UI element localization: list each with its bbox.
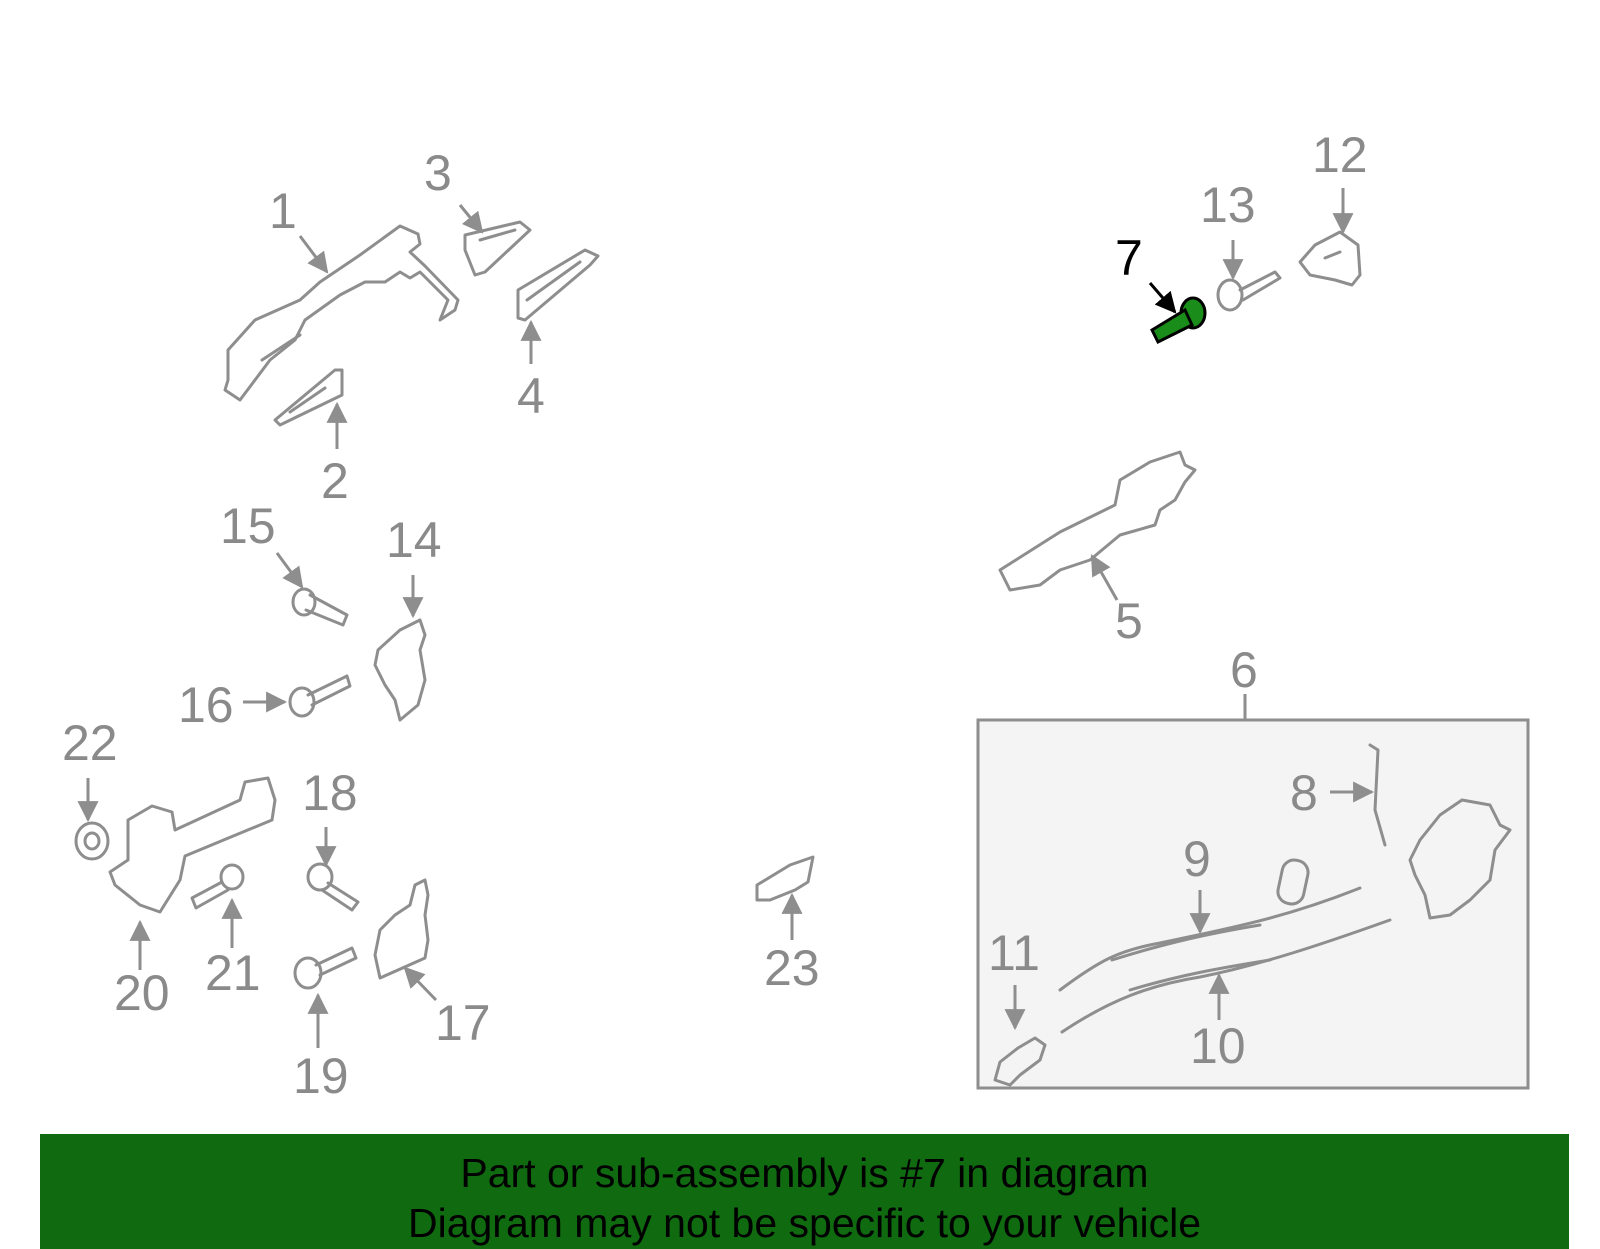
part-17-hinge[interactable]	[373, 878, 430, 980]
part-2-gasket[interactable]	[273, 368, 344, 427]
callout-5[interactable]: 5	[1115, 593, 1143, 649]
part-19-bolt[interactable]	[293, 946, 358, 990]
callout-8[interactable]: 8	[1290, 765, 1318, 821]
assembly-6-box	[976, 718, 1530, 1090]
leader-arrows	[77, 188, 1375, 1048]
part-15-bolt[interactable]	[291, 587, 349, 627]
callout-17[interactable]: 17	[435, 995, 491, 1051]
grommet[interactable]	[1276, 858, 1311, 906]
part-4-pad[interactable]	[516, 248, 600, 322]
callout-9[interactable]: 9	[1183, 831, 1211, 887]
callout-13[interactable]: 13	[1200, 177, 1256, 233]
callout-2[interactable]: 2	[321, 453, 349, 509]
callout-1[interactable]: 1	[269, 183, 297, 239]
lock-actuator[interactable]	[1408, 798, 1512, 920]
part-7-bolt-highlighted[interactable]	[1150, 296, 1207, 345]
info-banner: Part or sub-assembly is #7 in diagram Di…	[40, 1134, 1569, 1249]
callout-12[interactable]: 12	[1312, 127, 1368, 183]
part-21-bolt[interactable]	[190, 863, 245, 910]
part-11-clip[interactable]	[993, 1036, 1047, 1087]
callout-7[interactable]: 7	[1115, 230, 1143, 286]
part-12-striker[interactable]	[1298, 230, 1362, 287]
callout-11[interactable]: 11	[988, 925, 1040, 981]
part-22-nut[interactable]	[74, 821, 110, 861]
part-14-hinge[interactable]	[373, 618, 427, 722]
part-1-outer-handle[interactable]	[223, 224, 460, 402]
callout-19[interactable]: 19	[293, 1048, 349, 1104]
part-13-screw[interactable]	[1216, 270, 1282, 312]
callout-4[interactable]: 4	[517, 368, 545, 424]
part-20-check-strap[interactable]	[108, 776, 277, 914]
callout-21[interactable]: 21	[205, 945, 261, 1001]
banner-line-2: Diagram may not be specific to your vehi…	[407, 1200, 1201, 1246]
banner-line-1: Part or sub-assembly is #7 in diagram	[460, 1150, 1149, 1196]
callout-15[interactable]: 15	[220, 498, 276, 554]
callout-3[interactable]: 3	[424, 145, 452, 201]
callout-20[interactable]: 20	[114, 965, 170, 1021]
part-23-pad[interactable]	[755, 855, 815, 902]
callout-23[interactable]: 23	[764, 940, 820, 996]
callout-6[interactable]: 6	[1230, 642, 1258, 698]
part-5-handle-bracket[interactable]	[998, 450, 1197, 592]
part-16-bolt[interactable]	[288, 674, 352, 718]
callout-16[interactable]: 16	[178, 677, 234, 733]
part-9-cable[interactable]	[1058, 886, 1362, 992]
part-10-cable[interactable]	[1060, 918, 1392, 1034]
callout-22[interactable]: 22	[62, 715, 118, 771]
callout-18[interactable]: 18	[302, 765, 358, 821]
callout-14[interactable]: 14	[386, 512, 442, 568]
callout-10[interactable]: 10	[1190, 1018, 1246, 1074]
part-18-bolt[interactable]	[306, 862, 360, 912]
part-3-cap[interactable]	[463, 220, 532, 277]
part-8-rod[interactable]	[1368, 743, 1387, 847]
